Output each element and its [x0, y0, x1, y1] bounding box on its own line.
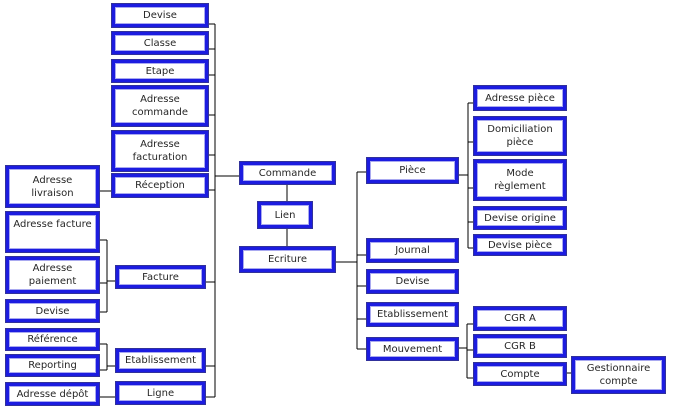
node-label: règlement	[494, 181, 546, 192]
node-adresse-paiement: Adresse paiement	[6, 257, 99, 293]
node-devise-facture: Devise	[6, 300, 99, 322]
node-label: compte	[599, 376, 638, 387]
node-label: Domiciliation	[487, 124, 553, 135]
node-mode-reglement: Mode règlement	[474, 160, 566, 200]
node-label: Devise	[143, 10, 177, 21]
node-label: Facture	[142, 271, 179, 283]
node-label: commande	[131, 107, 189, 118]
node-reception: Réception	[112, 174, 208, 197]
node-devise-piece: Devise pièce	[474, 235, 566, 255]
node-label: Pièce	[399, 165, 426, 176]
node-ecriture: Ecriture	[240, 247, 335, 272]
node-commande: Commande	[240, 162, 335, 184]
node-facture: Facture	[116, 266, 205, 288]
node-label: Adresse	[32, 174, 73, 186]
node-compte: Compte	[474, 363, 566, 385]
node-domiciliation-piece: Domiciliation pièce	[474, 117, 566, 155]
node-journal: Journal	[367, 239, 458, 262]
node-label: Etablissement	[377, 309, 448, 320]
node-label: Réception	[135, 180, 185, 191]
node-adresse-facturation: Adresse facturation	[112, 131, 208, 171]
node-label: pièce	[506, 137, 534, 148]
node-label: Journal	[395, 245, 430, 256]
node-adresse-depot: Adresse dépôt	[6, 383, 99, 405]
node-etape: Etape	[112, 60, 208, 82]
node-adresse-piece: Adresse pièce	[474, 86, 566, 110]
node-label: Devise pièce	[487, 239, 553, 251]
node-etablissement-ecriture: Etablissement	[367, 303, 458, 326]
node-label: Etape	[145, 65, 175, 77]
node-ligne: Ligne	[116, 382, 205, 404]
node-label: Ecriture	[267, 254, 307, 265]
node-label: Compte	[500, 368, 540, 380]
node-label: Adresse	[32, 263, 73, 274]
node-label: Mouvement	[382, 343, 443, 355]
node-label: facturation	[132, 152, 188, 163]
node-reference: Référence	[6, 329, 99, 350]
node-label: Référence	[27, 334, 78, 345]
node-cgr-a: CGR A	[474, 307, 566, 330]
node-label: paiement	[28, 276, 77, 287]
node-label: Classe	[143, 37, 177, 49]
node-label: Ligne	[146, 387, 175, 399]
node-devise-commande: Devise	[112, 4, 208, 27]
node-piece: Pièce	[367, 158, 458, 183]
node-label: CGR A	[504, 313, 536, 324]
node-label: Lien	[274, 209, 296, 221]
node-label: Adresse	[140, 139, 180, 150]
node-label: CGR B	[504, 340, 536, 352]
node-devise-origine: Devise origine	[474, 207, 566, 229]
node-label: Etablissement	[125, 355, 196, 366]
node-label: Adresse pièce	[485, 92, 555, 104]
node-classe: Classe	[112, 32, 208, 54]
node-label: Adresse facture	[13, 219, 92, 230]
node-label: Mode	[506, 168, 534, 179]
node-label: Reporting	[28, 360, 77, 371]
node-label: Adresse	[140, 94, 180, 105]
node-devise-ecriture: Devise	[367, 270, 458, 293]
node-label: livraison	[31, 187, 74, 199]
node-reporting: Reporting	[6, 355, 99, 376]
node-label: Commande	[258, 167, 317, 179]
node-gestionnaire-compte: Gestionnaire compte	[572, 357, 665, 393]
node-cgr-b: CGR B	[474, 335, 566, 357]
node-lien: Lien	[258, 202, 312, 228]
node-mouvement: Mouvement	[367, 338, 458, 360]
node-etablissement-facture: Etablissement	[116, 349, 205, 372]
node-adresse-commande: Adresse commande	[112, 86, 208, 126]
node-label: Gestionnaire	[586, 363, 651, 374]
node-label: Devise	[395, 276, 430, 287]
node-adresse-facture: Adresse facture	[6, 212, 99, 252]
node-label: Devise origine	[484, 212, 556, 224]
node-label: Devise	[35, 305, 70, 317]
node-label: Adresse dépôt	[16, 388, 89, 400]
